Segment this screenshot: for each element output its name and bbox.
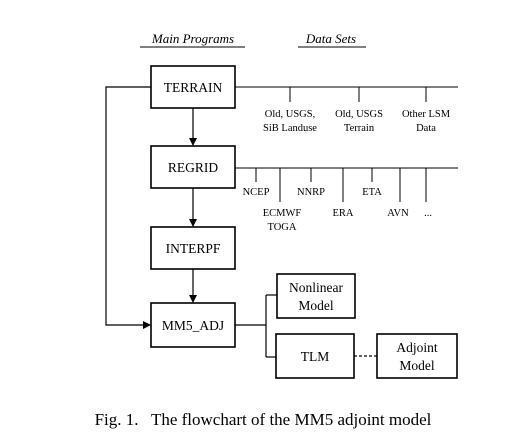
arrow-terrain-mm5-loop <box>105 86 151 329</box>
adjoint-model-box <box>376 333 458 379</box>
regrid-data-nnrp: NNRP <box>297 187 325 198</box>
adjoint-label-line2: Model <box>399 358 434 373</box>
regrid-box <box>150 145 236 189</box>
regrid-label: REGRID <box>168 160 219 175</box>
regrid-data-more: ... <box>424 208 432 219</box>
mm5-adj-box <box>150 302 236 348</box>
nonlinear-label-line1: Nonlinear <box>289 280 343 295</box>
terrain-data-2-line2: Terrain <box>344 123 375 134</box>
tlm-label: TLM <box>301 349 330 364</box>
terrain-label: TERRAIN <box>164 80 223 95</box>
nonlinear-label-line2: Model <box>298 298 333 313</box>
regrid-data-toga: TOGA <box>268 222 297 233</box>
interpf-box <box>150 226 236 270</box>
figure-caption: Fig. 1. The flowchart of the MM5 adjoint… <box>95 410 432 429</box>
interpf-label: INTERPF <box>166 241 221 256</box>
adjoint-label-line1: Adjoint <box>396 340 438 355</box>
terrain-data-3-line2: Data <box>416 123 436 134</box>
mm5-adj-label: MM5_ADJ <box>162 318 224 333</box>
terrain-data-3-line1: Other LSM <box>402 109 451 120</box>
header-main-programs: Main Programs <box>151 31 234 46</box>
regrid-data-avn: AVN <box>387 208 409 219</box>
header-data-sets: Data Sets <box>305 31 356 46</box>
tlm-box <box>275 333 355 379</box>
nonlinear-model-box <box>276 273 356 319</box>
regrid-data-ncep: NCEP <box>243 187 270 198</box>
regrid-data-era: ERA <box>333 208 354 219</box>
terrain-data-1-line2: SiB Landuse <box>263 123 317 134</box>
regrid-data-eta: ETA <box>362 187 382 198</box>
terrain-data-2-line1: Old, USGS <box>335 109 383 120</box>
terrain-data-1-line1: Old, USGS, <box>265 109 315 120</box>
regrid-data-ecmwf: ECMWF <box>263 208 302 219</box>
